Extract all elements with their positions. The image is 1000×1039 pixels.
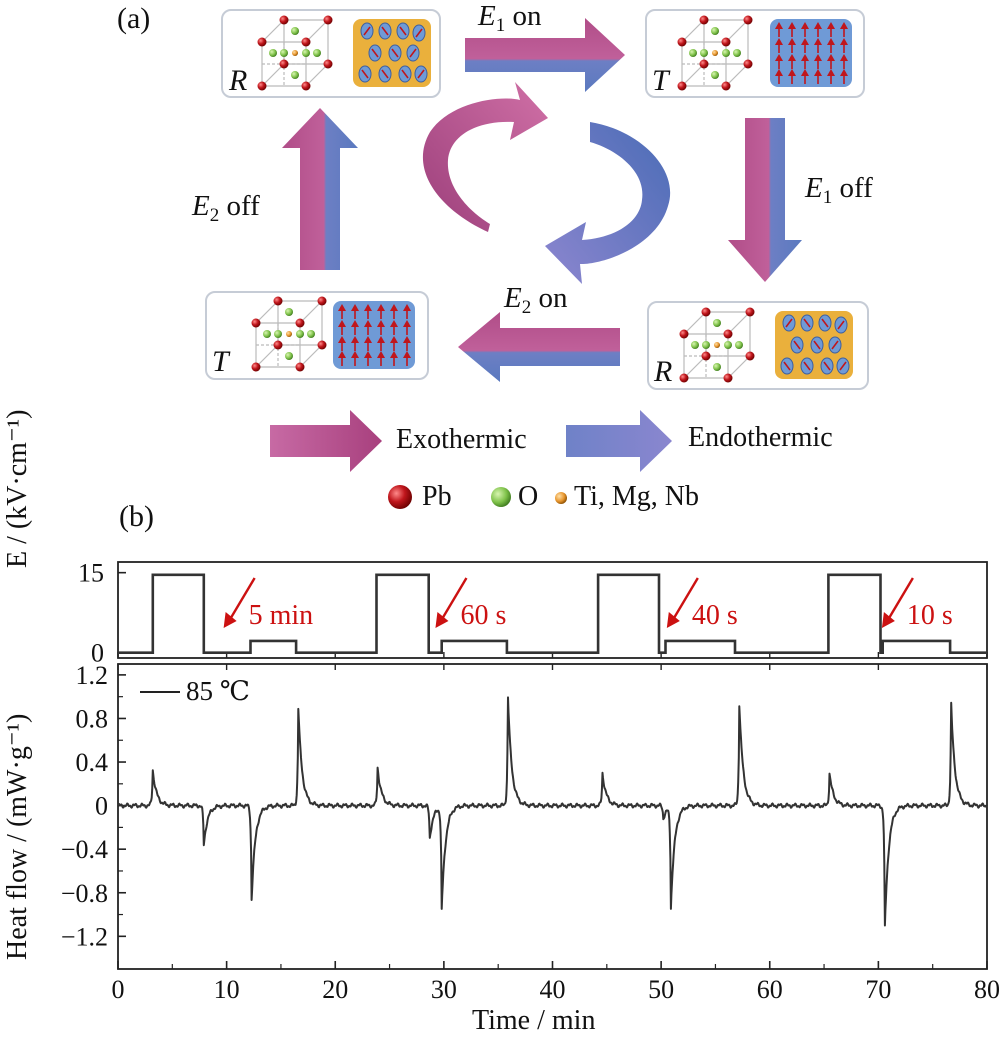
cycle-arrow-pink (422, 82, 548, 232)
annotation-arrow-head (435, 612, 449, 628)
arrow-e2-off (282, 108, 358, 270)
x-tick-label: 20 (322, 975, 348, 1004)
arrow-e1-on (465, 18, 625, 92)
arrow-e1-off (728, 118, 802, 282)
heat-flow-line (117, 696, 988, 927)
e-field-line (118, 573, 987, 654)
state-label-bottom-left: T (212, 345, 229, 378)
annotation-arrow-shaft (886, 577, 914, 621)
y-tick-label: −0.8 (61, 879, 108, 908)
condition-e2-on: E2 on (504, 282, 567, 319)
arrow-e2-on (458, 312, 620, 382)
cycle-arrow-blue (545, 122, 671, 284)
annotation-label: 10 s (907, 600, 953, 631)
state-label-top-right: T (652, 64, 669, 97)
condition-e1-on-symbol: E (478, 0, 496, 32)
condition-e1-on: E1 on (478, 0, 541, 37)
exothermic-arrow (270, 410, 382, 472)
b-site-atom-icon (555, 492, 567, 504)
condition-e2-off-sub: 2 (209, 205, 220, 226)
exothermic-label: Exothermic (396, 424, 527, 455)
y-tick-label: −0.4 (61, 835, 108, 864)
condition-e2-on-text: on (531, 282, 568, 314)
e-y-tick-label: 0 (91, 639, 104, 668)
annotation-arrow-shaft (671, 577, 699, 621)
y-tick-label: 0 (95, 792, 108, 821)
x-tick-label: 30 (431, 975, 457, 1004)
e-y-tick-label: 15 (78, 559, 104, 588)
y-tick-label: 0.4 (76, 748, 109, 777)
state-box-bottom-left (205, 291, 429, 380)
endothermic-label: Endothermic (688, 422, 833, 453)
annotation-arrow-head (666, 612, 680, 628)
condition-e2-on-sub: 2 (521, 297, 532, 318)
condition-e2-off: E2 off (192, 190, 260, 227)
pb-legend-label: Pb (422, 481, 452, 512)
condition-e1-off-symbol: E (805, 172, 823, 204)
annotation-label: 40 s (692, 600, 738, 631)
panel-a-label: (a) (117, 2, 151, 35)
annotation-arrow-head (223, 612, 237, 628)
condition-e2-off-text: off (219, 190, 260, 222)
chart-marks: 5 min 60 s 40 s 10 s (117, 573, 988, 927)
pb-atom-icon (388, 485, 412, 509)
bottom-ylabel: Heat flow / (mW·g⁻¹) (2, 713, 33, 960)
condition-e1-on-text: on (505, 0, 542, 32)
y-tick-label: −1.2 (61, 922, 108, 951)
condition-e2-off-symbol: E (192, 190, 210, 222)
state-box-bottom-right (647, 301, 869, 390)
annotation-label: 60 s (460, 600, 506, 631)
o-atom-icon (491, 487, 511, 507)
x-tick-label: 80 (974, 975, 1000, 1004)
state-box-top-left (221, 9, 441, 98)
y-tick-label: 0.8 (76, 704, 109, 733)
x-tick-label: 10 (214, 975, 240, 1004)
o-legend-label: O (518, 481, 539, 512)
annotation-arrow-shaft (440, 577, 468, 621)
bottom-ylabel-rot: Heat flow / (mW·g⁻¹) (0, 714, 34, 960)
condition-e1-off-text: off (832, 172, 873, 204)
panel-a-graphics (205, 9, 869, 509)
condition-e1-on-sub: 1 (495, 15, 506, 36)
condition-e1-off: E1 off (805, 172, 873, 209)
x-tick-label: 40 (540, 975, 566, 1004)
annotation-label: 5 min (249, 600, 314, 631)
x-tick-label: 50 (648, 975, 674, 1004)
state-label-top-left: R (229, 64, 248, 97)
x-tick-label: 0 (112, 975, 125, 1004)
x-tick-label: 70 (865, 975, 891, 1004)
b-site-legend-label: Ti, Mg, Nb (574, 481, 700, 512)
x-axis-label: Time / min (472, 1005, 596, 1036)
legend-entry-label: 85 ℃ (186, 676, 250, 706)
annotation-arrow-head (881, 612, 895, 628)
x-tick-label: 60 (757, 975, 783, 1004)
condition-e2-on-symbol: E (504, 282, 522, 314)
top-ylabel: E / (kV·cm⁻¹) (2, 409, 33, 568)
condition-e1-off-sub: 1 (822, 187, 833, 208)
panel-b-label: (b) (119, 500, 154, 533)
state-box-top-right (645, 9, 865, 98)
y-tick-label: 1.2 (76, 661, 109, 690)
state-label-bottom-right: R (654, 355, 673, 388)
annotation-arrow-shaft (228, 577, 256, 621)
endothermic-arrow (566, 410, 672, 472)
